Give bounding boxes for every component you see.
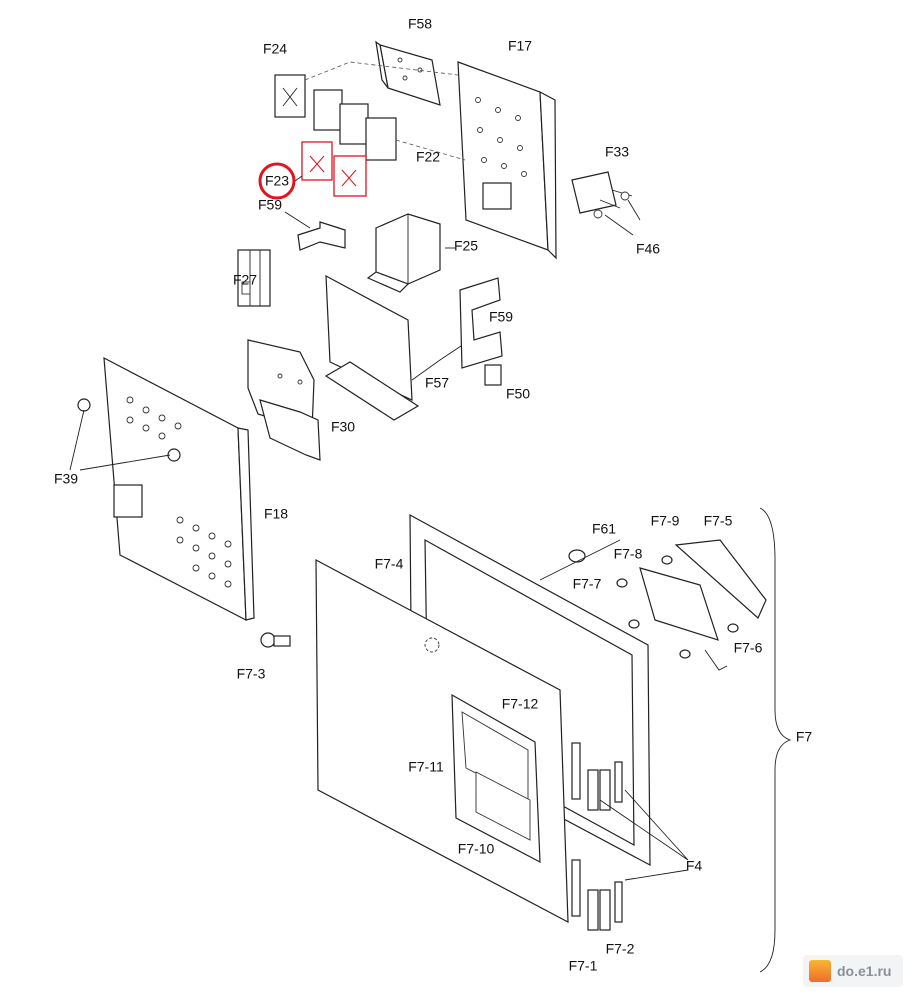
part-f33-f46 [571, 171, 641, 236]
label-f57: F57 [425, 375, 449, 391]
label-f18: F18 [264, 506, 288, 522]
label-f39: F39 [54, 471, 78, 487]
e1-logo-icon [809, 960, 831, 982]
label-f30: F30 [331, 419, 355, 435]
label-f27: F27 [233, 272, 257, 288]
label-f7-4: F7-4 [375, 556, 404, 572]
part-f58 [375, 40, 441, 106]
label-f59-lower: F59 [489, 309, 513, 325]
label-f7-12: F7-12 [502, 696, 539, 712]
label-f22: F22 [416, 149, 440, 165]
part-f30 [247, 339, 321, 461]
part-f17 [457, 61, 557, 260]
label-f58: F58 [408, 16, 432, 32]
label-f7-11: F7-11 [408, 759, 444, 775]
label-f7-5: F7-5 [704, 513, 733, 529]
label-f7-8: F7-8 [614, 546, 643, 562]
part-f18 [69, 356, 255, 622]
part-f25 [366, 213, 455, 293]
label-f61: F61 [592, 521, 616, 537]
f7-brace [759, 507, 792, 973]
part-f59-upper [284, 211, 346, 251]
label-f7-2: F7-2 [606, 941, 635, 957]
part-hinges [571, 742, 689, 931]
label-f23: F23 [265, 173, 289, 189]
highlight-circle [258, 162, 296, 200]
label-f7-9: F7-9 [651, 513, 680, 529]
part-f59-lower [459, 277, 503, 386]
label-f50: F50 [506, 386, 530, 402]
label-f7-7: F7-7 [573, 576, 602, 592]
label-f7-6: F7-6 [734, 640, 763, 656]
watermark: do.e1.ru [803, 955, 903, 987]
label-f7: F7 [796, 729, 813, 745]
label-f59: F59 [258, 197, 282, 213]
label-f25: F25 [454, 238, 478, 254]
part-f57 [324, 274, 471, 421]
label-f24: F24 [263, 41, 287, 57]
label-f7-3: F7-3 [237, 666, 266, 682]
part-f7-3 [260, 632, 291, 648]
part-f24-f22 [274, 61, 466, 161]
label-f7-10: F7-10 [458, 841, 495, 857]
label-f46: F46 [636, 241, 660, 257]
part-f23 [294, 141, 367, 197]
part-f7-4 [315, 558, 569, 924]
label-f7-1: F7-1 [569, 958, 598, 974]
label-f33: F33 [605, 144, 629, 160]
part-f7-5-f7-6 [539, 539, 767, 671]
part-f27 [237, 249, 271, 307]
label-f4: F4 [686, 858, 703, 874]
watermark-text: do.e1.ru [837, 963, 892, 979]
label-f17: F17 [508, 38, 532, 54]
